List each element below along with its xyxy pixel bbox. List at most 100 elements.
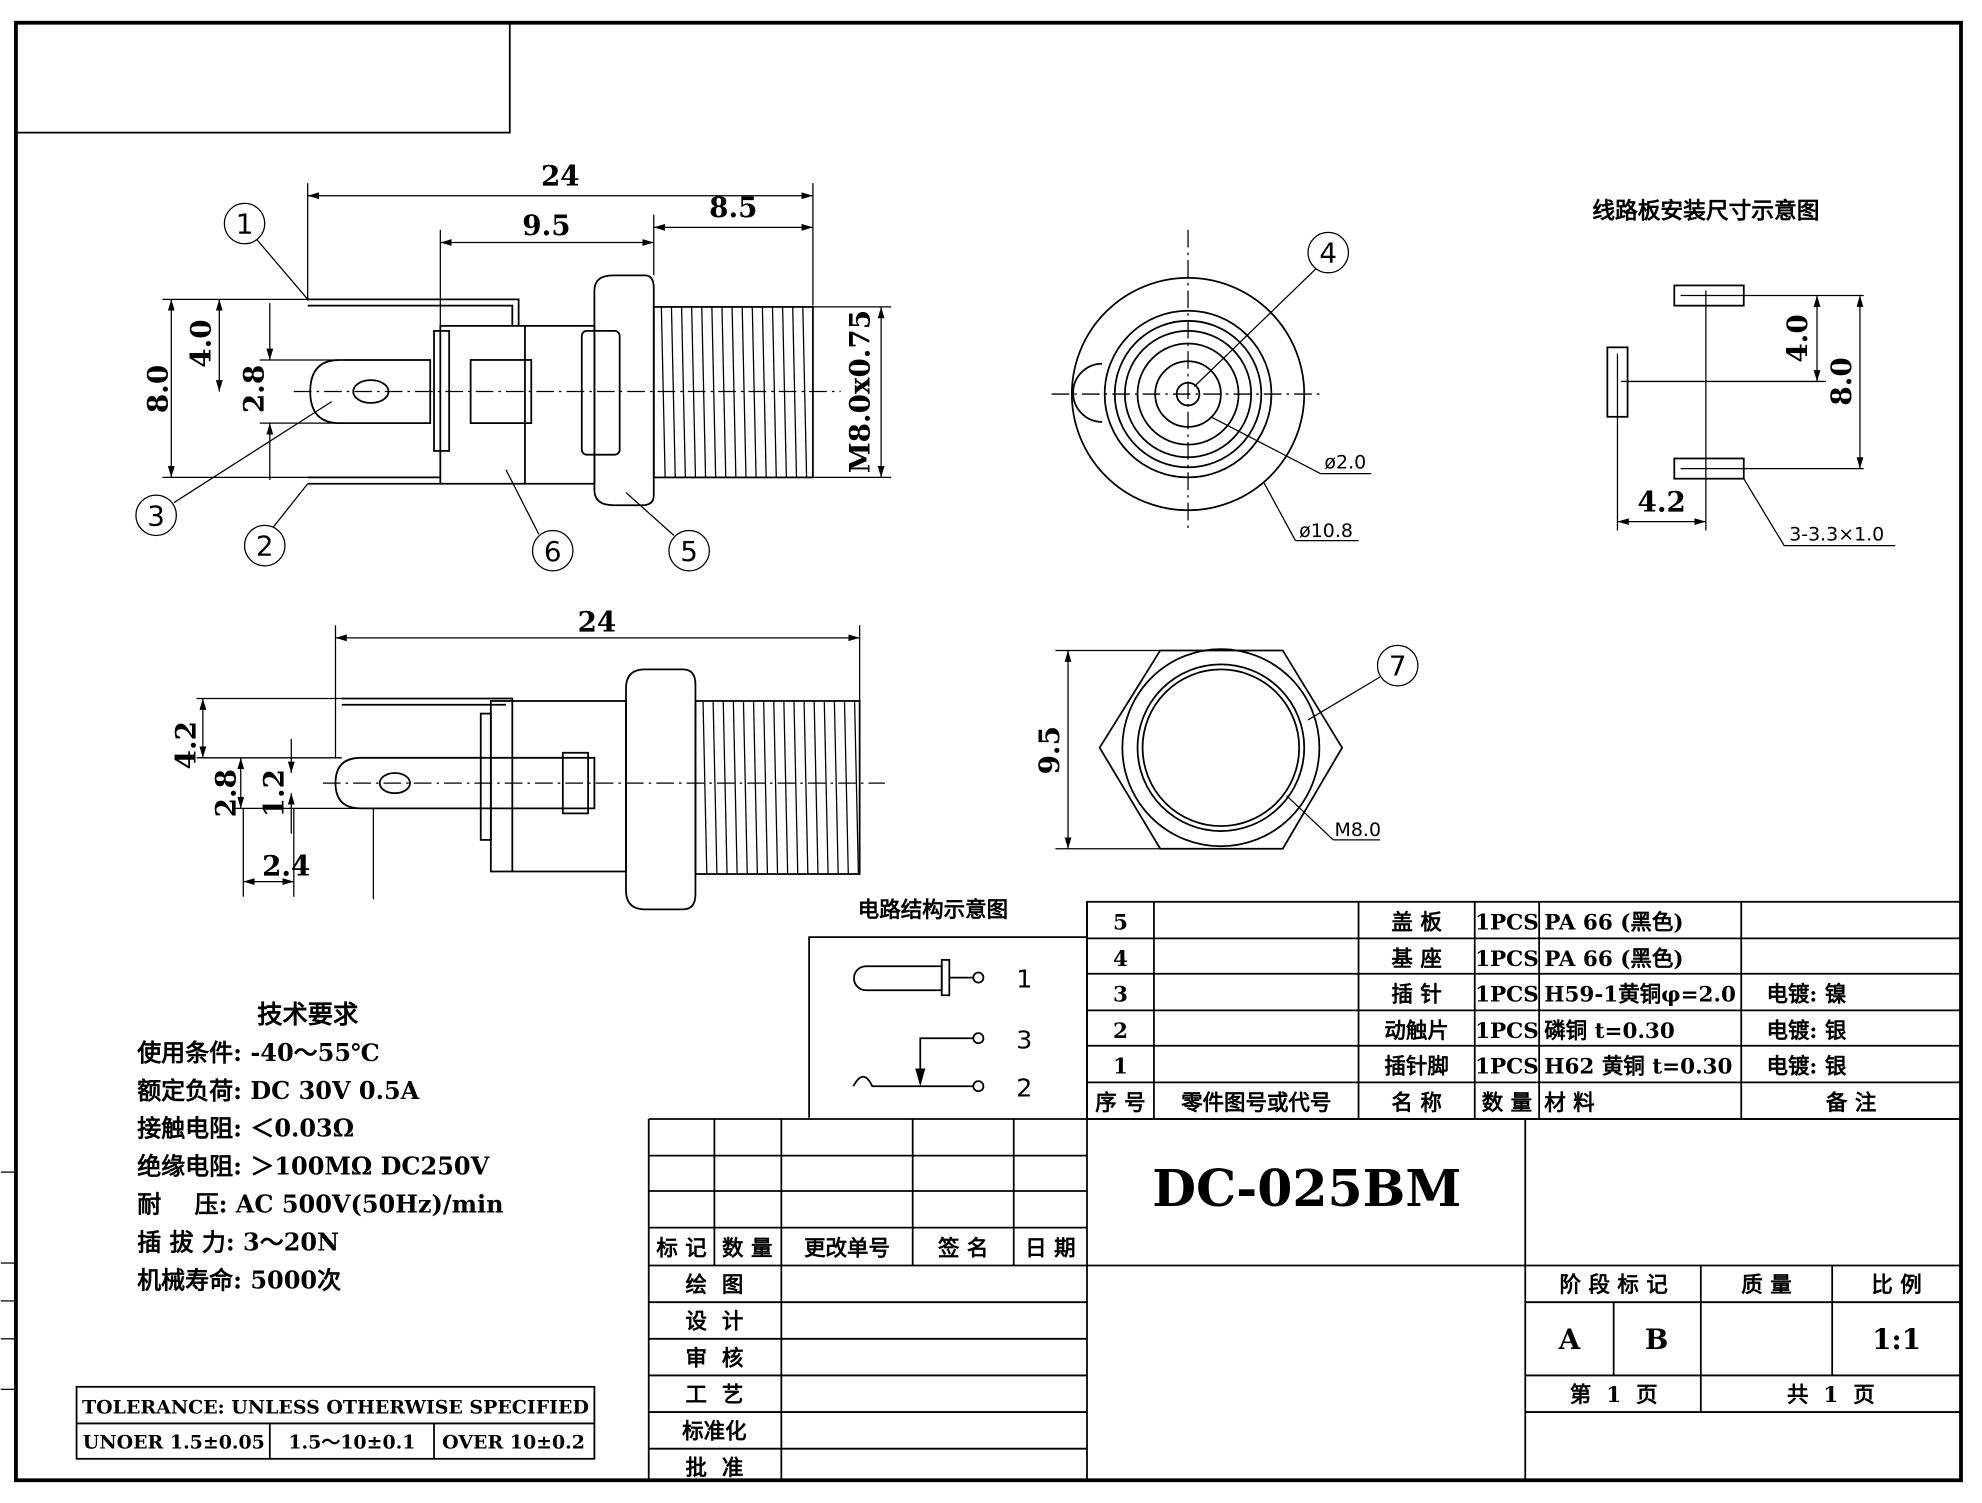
tolerance-cell: 1.5～10±0.1 (288, 1432, 415, 1454)
corner-box (15, 21, 511, 134)
parts-cell: 磷铜 t=0.30 (1544, 1018, 1675, 1044)
pcb-title: 线路板安装尺寸示意图 (1592, 198, 1819, 225)
tolerance-cell: OVER 10±0.2 (442, 1432, 585, 1454)
dim-overall-length: 24 (541, 160, 580, 193)
svg-text:3: 3 (147, 499, 165, 532)
parts-cell: 1 (1113, 1055, 1128, 1080)
label-hex-thread: M8.0 (1335, 819, 1381, 841)
dim-height: 8.0 (142, 365, 175, 413)
parts-cell: 电镀: 银 (1766, 1054, 1846, 1080)
sheet-total: 共 1 页 (1787, 1383, 1875, 1408)
scale-value: 1:1 (1872, 1323, 1921, 1356)
callout-4: 4 (1193, 231, 1350, 387)
mass-header: 质 量 (1741, 1273, 1791, 1298)
circuit-pin-2: 2 (1016, 1073, 1032, 1102)
tech-line: 机械寿命: 5000次 (137, 1265, 341, 1294)
title-block: 标 记 数 量 更改单号 签 名 日 期 绘 图 设 计 审 核 工 艺 标准化… (647, 901, 1962, 1481)
label-pin-diameter: ø2.0 (1324, 452, 1366, 474)
rev-header: 标 记 (656, 1235, 707, 1261)
tech-line: 耐 压: AC 500V(50Hz)/min (137, 1190, 503, 1219)
rev-header: 签 名 (937, 1235, 988, 1261)
parts-cell: 电镀: 镍 (1766, 982, 1846, 1008)
callout-6: 6 (505, 469, 574, 572)
parts-cell: 插针脚 (1384, 1054, 1448, 1080)
tolerance-cell: UNOER 1.5±0.05 (83, 1432, 265, 1454)
parts-cell: 材 料 (1544, 1091, 1595, 1116)
parts-cell: 盖 板 (1391, 910, 1442, 936)
svg-text:7: 7 (1389, 650, 1407, 683)
pcb-dim-4-0: 4.0 (1781, 314, 1814, 362)
callout-7: 7 (1307, 644, 1419, 721)
parts-cell: 2 (1113, 1019, 1128, 1044)
rev-header: 日 期 (1025, 1236, 1075, 1261)
dim-b-d: 2.4 (262, 849, 310, 882)
pcb-pad-note: 3-3.3×1.0 (1789, 524, 1884, 546)
dim-b-a: 4.2 (169, 721, 202, 769)
callout-3: 3 (135, 401, 333, 537)
parts-cell: 电镀: 银 (1766, 1018, 1846, 1044)
svg-text:2: 2 (256, 530, 274, 563)
tech-line: 额定负荷: DC 30V 0.5A (137, 1076, 419, 1105)
parts-cell: H59-1黄铜φ=2.0 (1544, 982, 1736, 1008)
parts-cell: 名 称 (1391, 1090, 1442, 1116)
svg-text:6: 6 (544, 535, 562, 568)
dim-hex-across: 9.5 (1033, 726, 1066, 774)
dim-thread-spec: M8.0x0.75 (844, 310, 877, 473)
approval-label: 设 计 (685, 1310, 743, 1335)
tech-line: 使用条件: -40～55℃ (136, 1038, 380, 1067)
stage-a: A (1558, 1323, 1581, 1356)
parts-header: 序 号零件图号或代号名 称数 量材 料备 注 (1095, 1090, 1877, 1116)
dim-thread-length: 8.5 (709, 191, 757, 224)
pcb-dim-8-0: 8.0 (1825, 357, 1858, 405)
parts-cell: H62 黄铜 t=0.30 (1544, 1054, 1732, 1080)
approval-label: 绘 图 (685, 1272, 743, 1298)
side-view-bottom: 24 4.2 2.8 1.2 2.4 (169, 606, 885, 911)
front-view: 4 ø2.0 ø10.8 (1051, 229, 1372, 542)
dim-overall-length-bottom: 24 (578, 606, 617, 639)
tolerance-title: TOLERANCE: UNLESS OTHERWISE SPECIFIED (82, 1396, 589, 1418)
callout-5: 5 (625, 492, 710, 572)
parts-cell: 备 注 (1825, 1090, 1877, 1116)
side-view-top: 24 9.5 8.5 8.0 4.0 2.8 M8.0x0.75 1 (135, 160, 892, 572)
parts-cell: 1PCS (1475, 911, 1539, 936)
parts-cell: 数 量 (1482, 1091, 1532, 1116)
svg-text:5: 5 (680, 535, 698, 568)
tolerance-table: TOLERANCE: UNLESS OTHERWISE SPECIFIED UN… (75, 1385, 596, 1460)
parts-cell: 1PCS (1475, 1055, 1539, 1080)
stage-header: 阶 段 标 记 (1560, 1272, 1669, 1298)
callout-1: 1 (223, 202, 309, 300)
circuit-pin-3: 3 (1016, 1025, 1032, 1054)
parts-cell: PA 66 (黑色) (1544, 910, 1683, 936)
dim-pin-width: 2.8 (237, 365, 270, 413)
scale-header: 比 例 (1871, 1273, 1921, 1298)
rev-header: 数 量 (722, 1236, 772, 1261)
parts-cell: 1PCS (1475, 947, 1539, 972)
dim-b-c: 1.2 (258, 769, 291, 817)
parts-cell: 插 针 (1391, 982, 1441, 1008)
stage-b: B (1645, 1323, 1668, 1356)
parts-cell: 3 (1113, 983, 1128, 1008)
part-number: DC-025BM (1152, 1159, 1461, 1218)
dim-b-b: 2.8 (210, 769, 243, 817)
approval-label: 批 准 (685, 1456, 743, 1481)
tech-line: 插 拔 力: 3～20N (137, 1227, 339, 1256)
tech-requirements: 技术要求 使用条件: -40～55℃ 额定负荷: DC 30V 0.5A 接触电… (136, 999, 503, 1294)
parts-cell: 基 座 (1391, 946, 1441, 972)
tech-line: 绝缘电阻: ＞100MΩ DC250V (137, 1152, 489, 1181)
approval-label: 标准化 (682, 1419, 747, 1445)
circuit-diagram: 电路结构示意图 1 3 2 (808, 897, 1087, 1118)
pcb-layout: 线路板安装尺寸示意图 4.0 8.0 4.2 3-3.3×1.0 (1592, 198, 1896, 547)
label-outer-diameter: ø10.8 (1299, 520, 1353, 542)
callout-2: 2 (243, 483, 309, 567)
drawing-frame (14, 20, 1963, 1483)
sheet-number: 第 1 页 (1570, 1382, 1658, 1408)
parts-cell: 5 (1113, 911, 1128, 936)
parts-cell: 4 (1113, 947, 1128, 972)
tech-line: 接触电阻: ＜0.03Ω (137, 1114, 354, 1143)
tech-title: 技术要求 (257, 999, 359, 1029)
dim-body-length: 9.5 (522, 209, 570, 242)
